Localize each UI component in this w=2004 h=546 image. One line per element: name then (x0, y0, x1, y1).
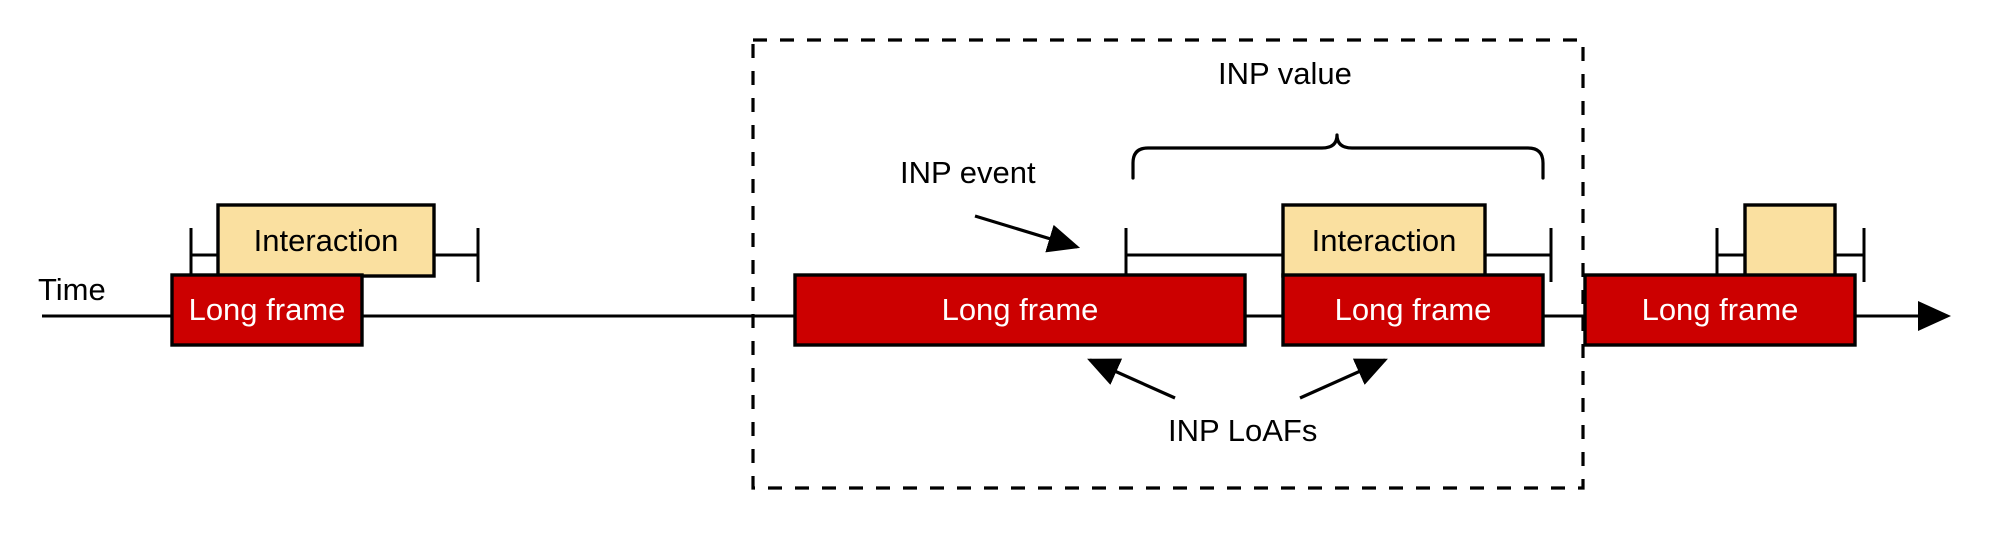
interaction-box-2 (1281, 203, 1487, 278)
inp-value-label: INP value (1218, 56, 1352, 91)
time-axis-label: Time (38, 272, 106, 307)
inp-loafs-arrow-right (1299, 358, 1388, 400)
inp-event-arrow (974, 214, 1081, 253)
inp-loafs-label: INP LoAFs (1168, 413, 1318, 448)
long-frame-label-3: Long frame (1334, 292, 1492, 327)
interaction-label-2: Interaction (1311, 222, 1457, 258)
inp-region-dashed-box (751, 38, 1585, 490)
interaction-box-3 (1743, 203, 1837, 278)
inp-event-label: INP event (900, 155, 1036, 190)
interaction-label-1: Interaction (253, 222, 399, 258)
long-frame-label-2: Long frame (941, 292, 1099, 327)
inp-loafs-arrow-left (1087, 358, 1176, 400)
inp-value-brace (1131, 133, 1545, 180)
long-frame-label-1: Long frame (188, 292, 346, 327)
interaction-label-3 (1745, 205, 1835, 276)
long-frame-box-2 (793, 273, 1247, 347)
long-frame-box-4 (1583, 273, 1857, 347)
long-frame-label-4: Long frame (1641, 292, 1799, 327)
long-frame-box-3 (1281, 273, 1545, 347)
long-frame-box-1 (170, 273, 364, 347)
